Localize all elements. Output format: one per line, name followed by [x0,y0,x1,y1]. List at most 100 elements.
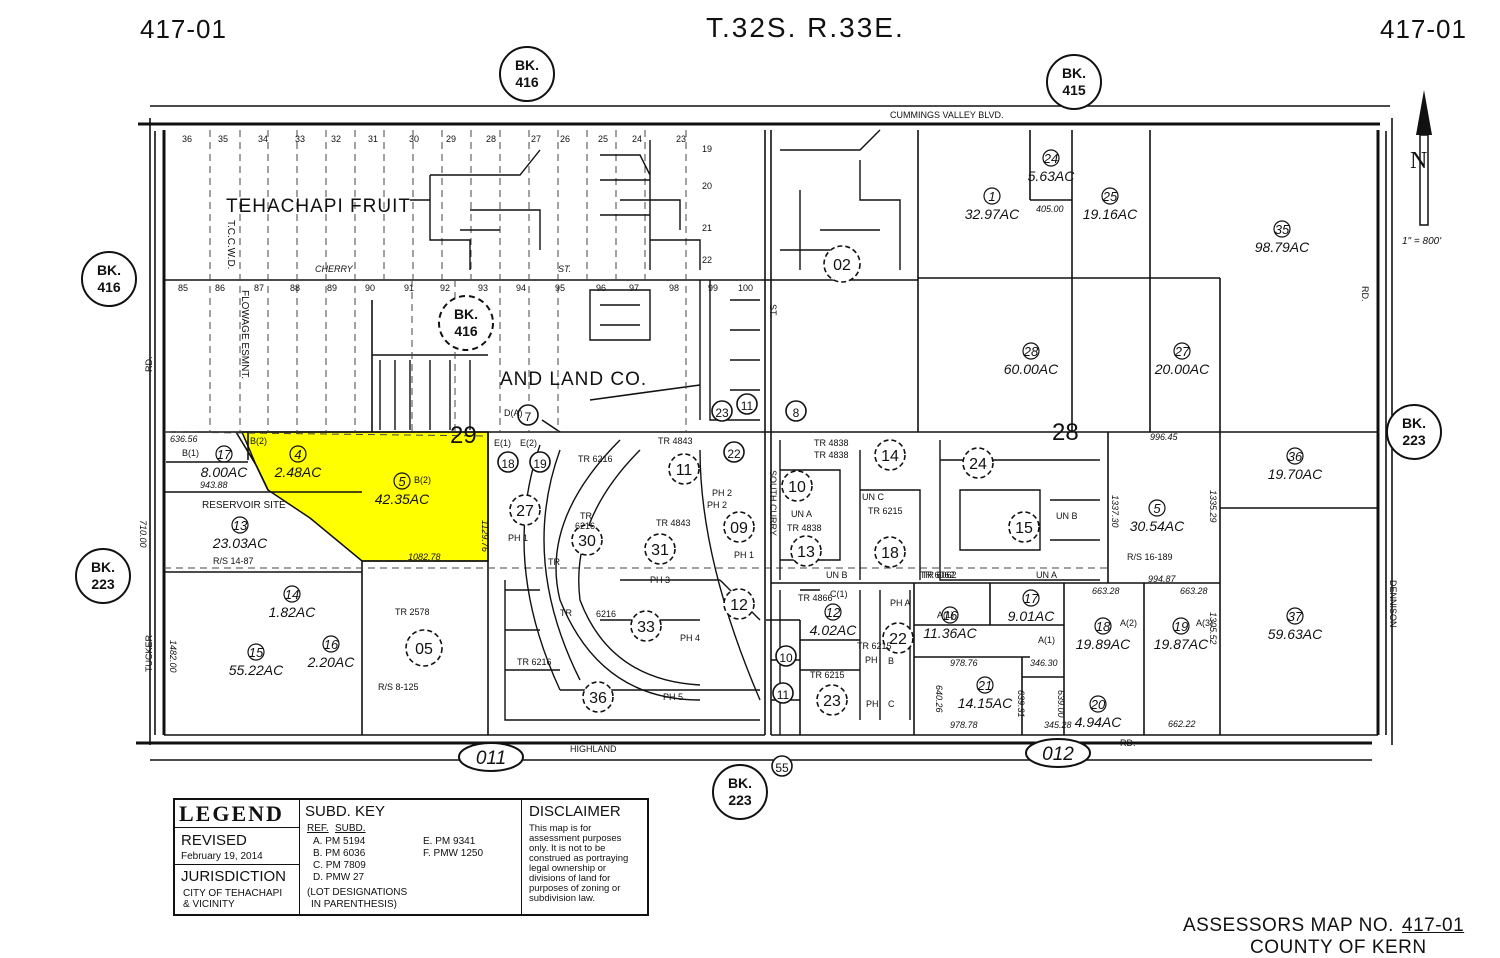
circled-parcel-number[interactable]: 12 [730,597,748,614]
circled-parcel[interactable] [723,511,755,543]
circled-parcel-number[interactable]: 11 [777,688,790,702]
circled-parcel-number[interactable]: 13 [797,544,815,561]
circled-parcel[interactable] [517,404,539,426]
dimension: 639.31 [1016,690,1026,718]
circled-parcel[interactable] [874,439,906,471]
dimension: 640.26 [934,685,944,713]
circled-parcel[interactable] [785,400,807,422]
circled-parcel[interactable] [823,245,861,283]
circled-parcel-number[interactable]: 05 [415,641,433,658]
parcel-number[interactable]: 37 [1288,609,1303,624]
circled-parcel-number[interactable]: 18 [501,457,515,471]
circled-parcel[interactable] [723,588,755,620]
circled-parcel[interactable] [405,629,443,667]
circled-parcel[interactable] [736,393,758,415]
circled-parcel-number[interactable]: 10 [788,479,806,496]
circled-parcel-number[interactable]: 18 [881,545,899,562]
parcel-number[interactable]: 36 [1288,449,1303,464]
circled-parcel-number[interactable]: 27 [516,503,534,520]
parcel-number[interactable]: 5 [1153,501,1161,516]
circled-parcel-number[interactable]: 55 [775,761,789,775]
highlighted-parcel-5[interactable] [240,431,489,562]
circled-parcel-number[interactable]: 23 [715,406,729,420]
circled-parcel[interactable] [497,451,519,473]
parcel-number[interactable]: 27 [1174,344,1190,359]
circled-parcel[interactable] [781,470,813,502]
circled-parcel[interactable] [711,400,733,422]
circled-parcel-number[interactable]: 22 [727,447,741,461]
circled-parcel-number[interactable]: 22 [889,631,907,648]
circled-parcel[interactable] [962,447,994,479]
circled-parcel-number[interactable]: 31 [651,542,669,559]
circled-parcel-number[interactable]: 19 [533,457,547,471]
tract-label: TR 6215 [857,641,892,651]
tract-label: PH A [890,598,911,608]
circled-parcel[interactable] [644,533,676,565]
circled-parcel-number[interactable]: 11 [741,399,754,413]
circled-parcel-number[interactable]: 09 [730,520,748,537]
parcel-number[interactable]: 25 [1102,189,1118,204]
circled-parcel[interactable] [723,441,745,463]
parcel-number[interactable]: 35 [1275,222,1290,237]
dimension: 1335.29 [1208,490,1218,523]
circled-parcel[interactable] [816,684,848,716]
circled-parcel-number[interactable]: 14 [881,448,899,465]
circled-parcel[interactable] [529,451,551,473]
circled-parcel[interactable] [509,494,541,526]
circled-parcel[interactable] [771,755,793,777]
tract-label: UN A [1036,570,1057,580]
circled-parcel-number[interactable]: 33 [637,619,655,636]
parcel-number[interactable]: 24 [1043,151,1058,166]
parcel-number[interactable]: 21 [977,678,992,693]
parcel-number[interactable]: 13 [233,518,248,533]
parcel-number[interactable]: 28 [1023,344,1039,359]
dimension: 996.45 [1150,432,1179,442]
parcel-number[interactable]: 1 [988,189,995,204]
circled-parcel-number[interactable]: 23 [823,693,841,710]
parcel-number-circle [1286,607,1304,625]
section-29-label: 29 [450,422,477,449]
circled-parcel[interactable] [571,524,603,556]
tract-label: UN B [826,570,848,580]
circled-parcel[interactable] [775,645,797,667]
parcel-number[interactable]: 16 [943,608,958,623]
parcel-number-circle [824,603,842,621]
parcel-number[interactable]: 19 [1174,619,1188,634]
parcel-number[interactable]: 16 [324,637,339,652]
circled-parcel-number[interactable]: 36 [589,690,607,707]
circled-parcel[interactable] [882,622,914,654]
circled-parcel-number[interactable]: 30 [578,533,596,550]
parcel-number[interactable]: 17 [1024,591,1039,606]
circled-parcel-number[interactable]: 24 [969,456,987,473]
parcel-number[interactable]: 17 [217,447,232,462]
parcel-number[interactable]: 12 [826,605,841,620]
circled-parcel[interactable] [874,536,906,568]
tract-label: UN A [791,509,812,519]
circled-parcel[interactable] [668,453,700,485]
lot-number: 94 [516,283,526,293]
circled-parcel-number[interactable]: 8 [793,406,800,420]
circled-parcel-number[interactable]: 7 [525,410,532,424]
parcel-number[interactable]: 14 [285,587,299,602]
circled-parcel[interactable] [582,681,614,713]
circled-parcel[interactable] [772,682,794,704]
circled-parcel-number[interactable]: 10 [779,651,793,665]
parcel-number[interactable]: 20 [1090,697,1106,712]
parcel-number[interactable]: 4 [294,447,301,462]
parcel-number[interactable]: 5 [398,474,406,489]
circled-parcel-number[interactable]: 02 [833,257,851,274]
circled-parcel[interactable] [630,610,662,642]
circled-parcel-number[interactable]: 11 [676,462,693,479]
parcel-area: 32.97AC [965,206,1020,222]
parcel-number[interactable]: 18 [1096,619,1111,634]
circled-parcel[interactable] [1008,511,1040,543]
road-rd-left: RD. [144,357,154,373]
parcel-area: 2.20AC [307,654,356,670]
tract-label: TR [548,557,560,567]
circled-parcel-number[interactable]: 15 [1015,520,1033,537]
parcel-number[interactable]: 15 [249,645,264,660]
circled-parcel[interactable] [790,535,822,567]
road-curry-st: ST. [768,304,778,317]
subd-f: F. PMW 1250 [423,848,484,859]
